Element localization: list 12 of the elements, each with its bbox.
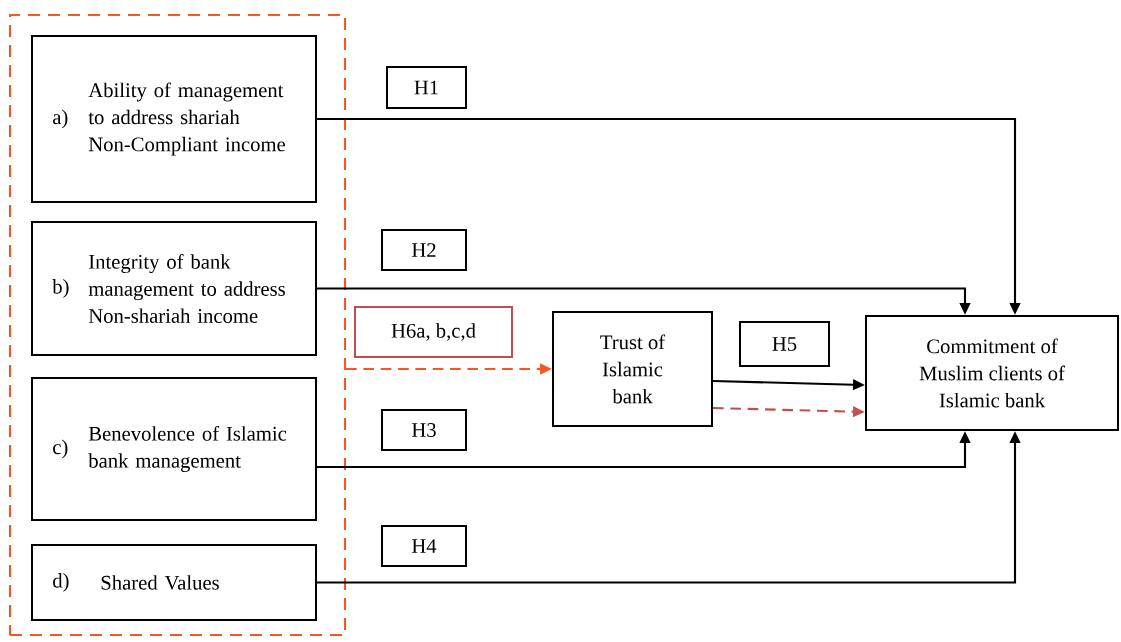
factor-box: d) Shared Values: [31, 544, 317, 621]
factor-box: b) Integrity of bank management to address Non-shariah income: [31, 221, 317, 356]
hypothesis-box: H1: [386, 66, 467, 109]
hypothesis-box: H3: [381, 409, 467, 451]
hypothesis-box: H2: [381, 229, 467, 271]
construct-box: Trust of Islamic bank: [552, 311, 713, 427]
hypothesis-box: H6a, b,c,d: [354, 306, 513, 358]
hypothesis-box: H4: [381, 525, 467, 567]
hypothesis-box: H5: [739, 321, 830, 367]
factor-box: c) Benevolence of Islamic bank management: [31, 377, 317, 521]
factor-box: a) Ability of management to address shariah Non-Compliant income: [31, 35, 317, 203]
construct-box: Commitment of Muslim clients of Islamic bank: [865, 315, 1119, 431]
